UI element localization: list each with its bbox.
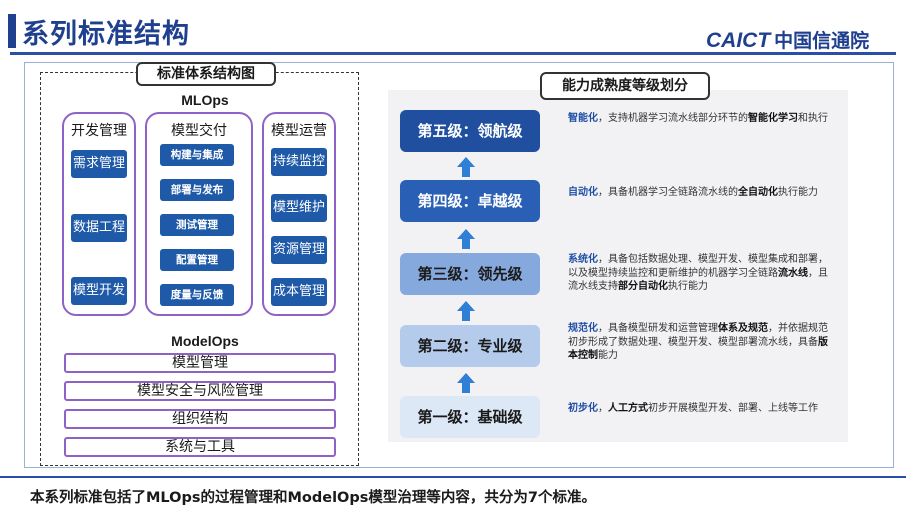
page-title: 系列标准结构	[22, 19, 190, 50]
structure-tag: 标准体系结构图	[136, 62, 276, 86]
box-requirement: 需求管理	[71, 150, 127, 178]
up-arrow-icon	[456, 372, 476, 394]
level-description: 规范化，具备模型研发和运营管理体系及规范，并依据规范初步形成了数据处理、模型开发…	[568, 323, 828, 361]
bottom-divider	[0, 476, 906, 478]
box-build-integration: 构建与集成	[160, 144, 234, 166]
content-frame	[24, 62, 894, 468]
column-title: 模型运营	[271, 123, 327, 139]
bar-organization: 组织结构	[64, 409, 336, 429]
level-description: 自动化，具备机器学习全链路流水线的全自动化执行能力	[568, 187, 818, 198]
bar-system-tools: 系统与工具	[64, 437, 336, 457]
modelops-label: ModelOps	[171, 333, 239, 349]
footer-summary: 本系列标准包括了MLOps的过程管理和ModelOps模型治理等内容，共分为7个…	[30, 490, 596, 506]
title-accent-bar	[8, 14, 16, 48]
box-cost: 成本管理	[271, 278, 327, 306]
logo-en: CAICT	[706, 29, 771, 52]
column-title: 模型交付	[171, 123, 227, 139]
maturity-tag: 能力成熟度等级划分	[540, 72, 710, 100]
column-model-delivery: 模型交付 构建与集成 部署与发布 测试管理 配置管理 度量与反馈	[145, 112, 253, 316]
level-description: 初步化，人工方式初步开展模型开发、部署、上线等工作	[568, 403, 818, 414]
column-dev-management: 开发管理 需求管理 数据工程 模型开发	[62, 112, 136, 316]
level-description: 智能化，支持机器学习流水线部分环节的智能化学习和执行	[568, 113, 828, 124]
box-config-management: 配置管理	[160, 249, 234, 271]
column-title: 开发管理	[71, 123, 127, 139]
box-resource: 资源管理	[271, 236, 327, 264]
level-box: 第四级：卓越级	[400, 180, 540, 222]
level-box: 第二级：专业级	[400, 325, 540, 367]
column-model-operation: 模型运营 持续监控 模型维护 资源管理 成本管理	[262, 112, 336, 316]
header-divider	[10, 52, 896, 55]
level-box: 第三级：领先级	[400, 253, 540, 295]
box-metrics-feedback: 度量与反馈	[160, 284, 234, 306]
bar-security-risk: 模型安全与风险管理	[64, 381, 336, 401]
up-arrow-icon	[456, 156, 476, 178]
level-description: 系统化，具备包括数据处理、模型开发、模型集成和部署，以及模型持续监控和更新维护的…	[568, 254, 828, 292]
mlops-label: MLOps	[181, 92, 229, 108]
bar-model-management: 模型管理	[64, 353, 336, 373]
level-box: 第五级：领航级	[400, 110, 540, 152]
up-arrow-icon	[456, 300, 476, 322]
box-model-dev: 模型开发	[71, 277, 127, 305]
box-monitoring: 持续监控	[271, 148, 327, 176]
box-maintenance: 模型维护	[271, 194, 327, 222]
box-data-engineering: 数据工程	[71, 214, 127, 242]
box-deploy-release: 部署与发布	[160, 179, 234, 201]
up-arrow-icon	[456, 228, 476, 250]
box-test-management: 测试管理	[160, 214, 234, 236]
level-box: 第一级：基础级	[400, 396, 540, 438]
logo-cn: 中国信通院	[774, 30, 870, 52]
